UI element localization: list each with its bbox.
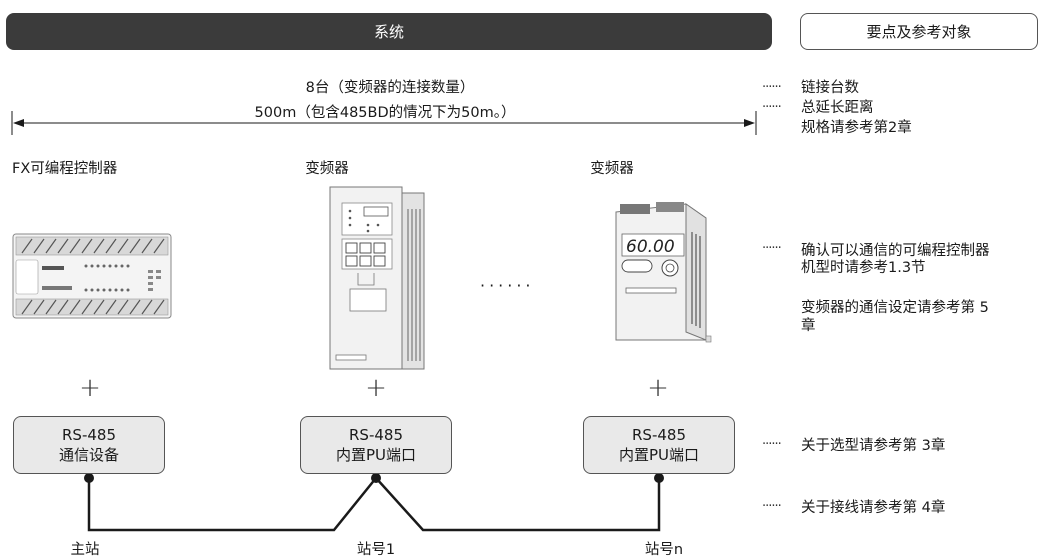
inverter1-title: 变频器	[305, 161, 349, 177]
ref-plc-model-line2: 机型时请参考1.3节	[801, 260, 926, 276]
ref-total-distance: 总延长距离	[801, 100, 874, 116]
inverter2-title: 变频器	[590, 161, 634, 177]
wire-node-master	[84, 473, 94, 483]
wire-node-stationn	[654, 473, 664, 483]
system-title: 系统	[373, 23, 404, 41]
plc-comm-box: RS-485 通信设备	[13, 416, 165, 474]
inverter1-port-box: RS-485 内置PU端口	[300, 416, 452, 474]
inverter1-port-line2: 内置PU端口	[335, 446, 417, 464]
reference-title: 要点及参考对象	[866, 23, 972, 41]
inverter2-port-line1: RS-485	[632, 426, 686, 444]
plc-comm-line1: RS-485	[62, 426, 116, 444]
rs485-wiring	[87, 476, 661, 532]
station-1-label: 站号1	[356, 542, 396, 558]
ref-wiring-chapter: 关于接线请参考第 4章	[801, 500, 946, 516]
station-n-label: 站号n	[644, 542, 684, 558]
leader-dots-wiring: ······	[762, 499, 782, 514]
connection-count-label: 8台（变频器的连接数量）	[305, 80, 475, 96]
inverter1-illustration	[329, 186, 425, 370]
total-distance-label: 500m（包含485BD的情况下为50m。）	[254, 105, 516, 121]
reference-header: 要点及参考对象	[800, 13, 1038, 50]
inverter1-plus-sign: +	[365, 373, 387, 403]
plc-comm-line2: 通信设备	[58, 446, 119, 464]
plc-title: FX可编程控制器	[12, 161, 118, 177]
more-inverters-ellipsis: ······	[480, 276, 535, 295]
system-header: 系统	[6, 13, 772, 50]
ref-plc-model-line1: 确认可以通信的可编程控制器	[801, 243, 990, 259]
inverter1-port-line1: RS-485	[349, 426, 403, 444]
ref-link-count: 链接台数	[801, 80, 859, 96]
plc-illustration	[12, 233, 172, 319]
span-arrow	[11, 111, 757, 135]
station-master-label: 主站	[70, 542, 100, 558]
ref-selection-chapter: 关于选型请参考第 3章	[801, 438, 946, 454]
inverter2-port-line2: 内置PU端口	[618, 446, 700, 464]
inverter2-illustration: 60.00	[615, 202, 712, 343]
leader-dots-selection: ······	[762, 437, 782, 452]
plc-plus-sign: +	[79, 373, 101, 403]
ref-spec-chapter: 规格请参考第2章	[801, 120, 912, 136]
leader-dots-plc-model: ······	[762, 241, 782, 256]
ref-inverter-setting-line1: 变频器的通信设定请参考第 5	[801, 300, 989, 316]
leader-dots-link-count: ······	[762, 80, 782, 95]
ref-inverter-setting-line2: 章	[801, 318, 816, 334]
inverter2-display: 60.00	[626, 237, 675, 257]
leader-dots-distance: ······	[762, 100, 782, 115]
wire-node-station1	[371, 473, 381, 483]
inverter2-plus-sign: +	[647, 373, 669, 403]
inverter2-port-box: RS-485 内置PU端口	[583, 416, 735, 474]
